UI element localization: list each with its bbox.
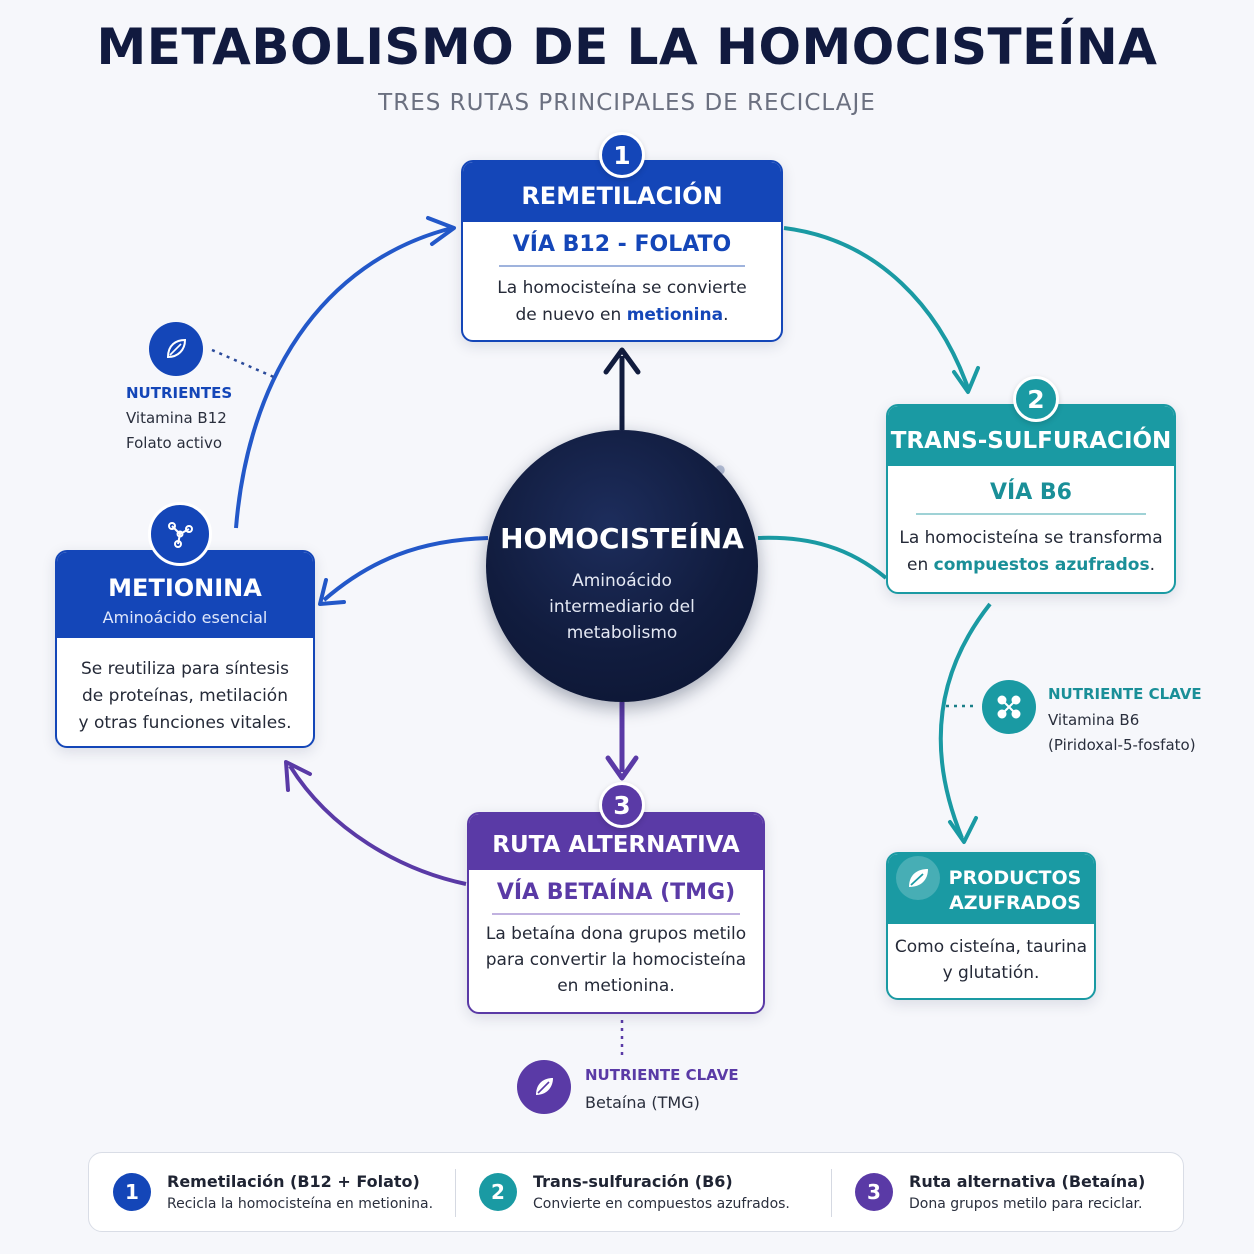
molecule-icon — [148, 502, 212, 566]
arrow-ruta-to-metionina — [288, 764, 467, 886]
remetilacion-title: REMETILACIÓN — [521, 182, 723, 210]
center-description: Aminoácido intermediario del metabolismo — [549, 571, 695, 643]
metionina-subtitle: Aminoácido esencial — [102, 608, 268, 627]
page-subtitle: TRES RUTAS PRINCIPALES DE RECICLAJE — [378, 90, 876, 116]
transsulfuracion-title: TRANS-SULFURACIÓN — [890, 428, 1172, 454]
nutriente-b6-label: NUTRIENTE CLAVE — [1048, 685, 1202, 703]
leaf-icon-betaina — [517, 1060, 571, 1114]
remetilacion-card: REMETILACIÓN VÍA B12 - FOLATO La homocis… — [461, 160, 783, 342]
metionina-highlight: metionina — [626, 305, 724, 325]
arrowhead-transsulfuracion — [952, 366, 980, 394]
leaf-icon-productos — [896, 856, 940, 900]
transsulfuracion-card: TRANS-SULFURACIÓN VÍA B6 La homocisteína… — [886, 404, 1176, 594]
ruta-alternativa-card: RUTA ALTERNATIVA VÍA BETAÍNA (TMG) La be… — [467, 812, 765, 1014]
page-title: METABOLISMO DE LA HOMOCISTEÍNA — [96, 18, 1158, 76]
nutrientes-list: Vitamina B12 Folato activo — [126, 409, 227, 452]
remetilacion-header: REMETILACIÓN — [463, 162, 781, 222]
metionina-description: Se reutiliza para síntesis de proteínas,… — [78, 659, 292, 733]
legend-desc-3: Dona grupos metilo para reciclar. — [909, 1196, 1143, 1212]
nutriente-b6-list: Vitamina B6 (Piridoxal-5-fosfato) — [1048, 711, 1196, 754]
transsulfuracion-number-badge: 2 — [1013, 376, 1059, 422]
molecule-icon-b6 — [982, 680, 1036, 734]
ruta-alternativa-description: La betaína dona grupos metilo para conve… — [485, 924, 747, 996]
legend-number-2: 2 — [479, 1173, 517, 1211]
ruta-alternativa-number-badge: 3 — [599, 782, 645, 828]
nutriente-betaina-text: Betaína (TMG) — [585, 1093, 700, 1112]
center-title: HOMOCISTEÍNA — [500, 522, 744, 555]
legend-number-1: 1 — [113, 1173, 151, 1211]
metionina-header: METIONINA Aminoácido esencial — [57, 552, 313, 638]
transsulfuracion-via: VÍA B6 — [990, 480, 1072, 505]
productos-title-2: AZUFRADOS — [949, 892, 1081, 914]
arrowhead-metionina-bottom — [284, 760, 312, 792]
homocisteina-center-circle: HOMOCISTEÍNA Aminoácido intermediario de… — [486, 430, 758, 702]
arrow-remetilacion-to-transsulfuracion — [783, 226, 970, 389]
compuestos-azufrados-highlight: compuestos azufrados — [933, 555, 1150, 575]
legend-desc-2: Convierte en compuestos azufrados. — [533, 1196, 790, 1212]
remetilacion-via: VÍA B12 - FOLATO — [512, 232, 732, 257]
arrowhead-metionina — [318, 578, 346, 606]
arrow-center-to-metionina — [322, 536, 489, 602]
ruta-alternativa-title: RUTA ALTERNATIVA — [492, 832, 740, 858]
legend-desc-1: Recicla la homocisteína en metionina. — [167, 1196, 434, 1212]
productos-title-1: PRODUCTOS — [948, 867, 1082, 889]
legend-title-3: Ruta alternativa (Betaína) — [909, 1172, 1146, 1191]
transsulfuracion-description: La homocisteína se transforma en compues… — [899, 528, 1163, 575]
arrowhead-productos — [948, 816, 978, 844]
arrow-metionina-to-remetilacion — [234, 226, 453, 529]
remetilacion-description: La homocisteína se convierte de nuevo en… — [497, 278, 747, 325]
nutrientes-label: NUTRIENTES — [126, 384, 233, 402]
legend-panel: 1 Remetilación (B12 + Folato) Recicla la… — [88, 1152, 1184, 1232]
productos-header: PRODUCTOS AZUFRADOS — [888, 854, 1094, 924]
legend-title-1: Remetilación (B12 + Folato) — [167, 1172, 420, 1191]
nutriente-betaina-label: NUTRIENTE CLAVE — [585, 1066, 739, 1084]
metionina-title: METIONINA — [108, 574, 262, 602]
productos-azufrados-card: PRODUCTOS AZUFRADOS Como cisteína, tauri… — [886, 852, 1096, 1000]
leaf-icon-nutrientes — [149, 322, 203, 376]
line-center-to-transsulfuracion — [757, 535, 888, 580]
legend-number-3: 3 — [855, 1173, 893, 1211]
ruta-alternativa-via: VÍA BETAÍNA (TMG) — [496, 880, 736, 905]
legend-title-2: Trans-sulfuración (B6) — [533, 1172, 733, 1191]
arrowhead-remetilacion — [426, 216, 456, 246]
productos-description: Como cisteína, taurina y glutatión. — [894, 937, 1088, 983]
remetilacion-number-badge: 1 — [599, 132, 645, 178]
arrow-transsulfuracion-to-productos — [938, 602, 992, 839]
metionina-card: METIONINA Aminoácido esencial Se reutili… — [55, 550, 315, 748]
